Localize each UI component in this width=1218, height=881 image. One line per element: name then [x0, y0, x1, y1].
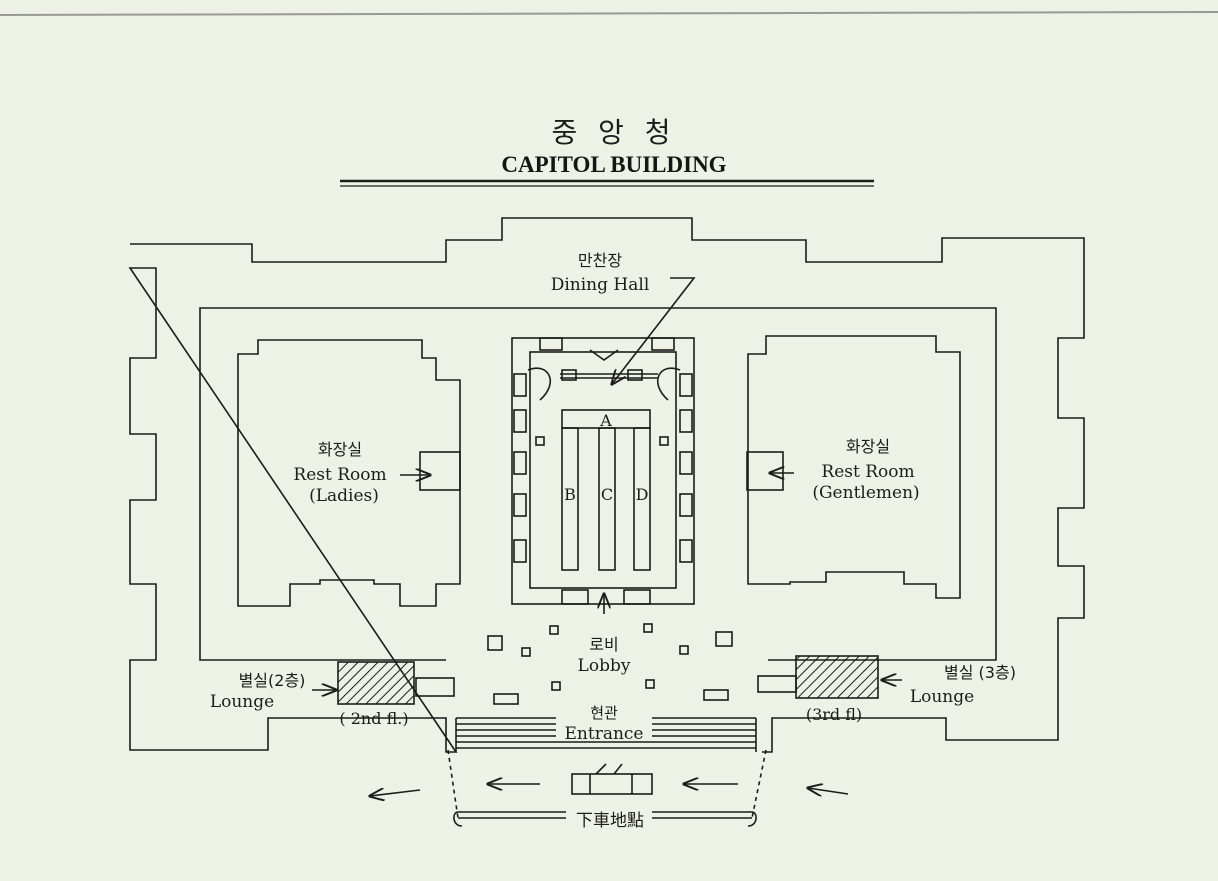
- dining-hall-pointer-arrow: [612, 277, 696, 384]
- lounge-left-room: [337, 661, 415, 705]
- korean-title: 중 앙 청: [551, 116, 676, 149]
- rest-room-ladies-korean: 화장실: [318, 440, 362, 459]
- traffic-arrow-4: [370, 790, 421, 796]
- rest-room-gentlemen-block: [747, 335, 961, 599]
- inner-corridor-wall: [199, 307, 997, 661]
- dining-hall-english: Dining Hall: [551, 275, 650, 295]
- lounge-left-english: Lounge: [210, 692, 274, 712]
- rest-room-ladies-sub: (Ladies): [309, 486, 379, 506]
- entrance-korean: 현관: [590, 704, 618, 722]
- rest-room-gentlemen-korean: 화장실: [846, 437, 890, 456]
- rest-room-ladies-english: Rest Room: [293, 465, 386, 485]
- lounge-right-korean: 별실 (3층): [944, 663, 1016, 682]
- lounge-right-english: Lounge: [910, 687, 974, 707]
- rest-room-gentlemen-sub: (Gentlemen): [812, 483, 919, 503]
- dining-hall-inner: [529, 351, 677, 589]
- building-outer-wall: [128, 217, 1085, 753]
- lounge-right-floor: (3rd fl): [806, 705, 862, 724]
- lounge-left-korean: 별실(2층): [239, 671, 306, 690]
- drop-off-platform: [447, 749, 767, 819]
- entrance-steps: [455, 717, 757, 752]
- entrance-english: Entrance: [565, 724, 644, 744]
- rest-room-gentlemen-door: [746, 451, 784, 491]
- english-title: CAPITOL BUILDING: [501, 152, 726, 177]
- table-b: [561, 427, 579, 571]
- table-c: [598, 427, 616, 571]
- car-icon: [571, 763, 653, 795]
- table-d-label: D: [636, 485, 649, 504]
- page-edge: [0, 11, 1218, 16]
- dining-hall-korean: 만찬장: [578, 251, 622, 270]
- rest-room-ladies-door: [419, 451, 461, 491]
- rest-room-gentlemen-english: Rest Room: [821, 462, 914, 482]
- table-b-label: B: [564, 485, 576, 504]
- lobby-english: Lobby: [578, 656, 631, 676]
- lounge-left-floor: ( 2nd fl.): [339, 709, 408, 728]
- sideboard-ornament: [527, 349, 681, 401]
- traffic-arrow-1: [808, 788, 849, 794]
- lounge-right-room: [795, 655, 879, 699]
- table-c-label: C: [601, 485, 613, 504]
- lobby-korean: 로비: [589, 635, 618, 654]
- rest-room-ladies-block: [237, 339, 461, 607]
- table-a-label: A: [599, 411, 612, 430]
- drop-off-label: 下車地點: [576, 811, 644, 831]
- table-d: [633, 427, 651, 571]
